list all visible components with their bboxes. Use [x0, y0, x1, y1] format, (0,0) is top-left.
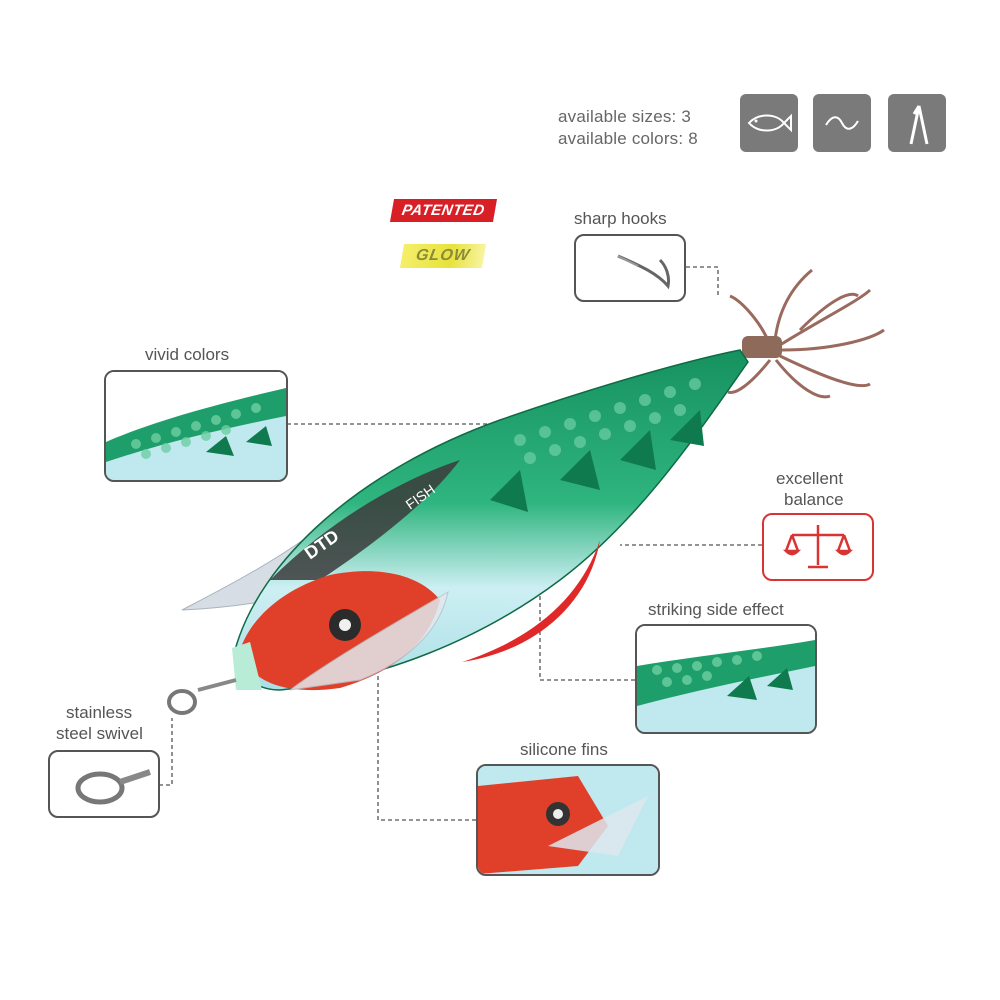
swivel-shaft: [197, 678, 237, 692]
fish-icon: [740, 94, 798, 152]
silicone-fin: [289, 590, 449, 691]
leader-sharp-hooks: [686, 266, 719, 298]
scale-icon: [782, 525, 854, 569]
nose-cap: [232, 642, 262, 690]
hook-shank: [742, 336, 782, 358]
swivel-detail: [48, 750, 160, 818]
body-markings: [490, 410, 704, 512]
swivel-image: [75, 769, 151, 805]
hook-icon: [888, 94, 946, 152]
balance-detail: [762, 513, 874, 581]
swivel-ring: [167, 689, 197, 715]
balance-label-line1: excellent: [776, 469, 844, 488]
wave-icon: [813, 94, 871, 152]
back-band: [270, 460, 460, 580]
vivid-colors-detail: [104, 370, 288, 482]
silicone-fins-image: [478, 766, 658, 874]
leader-swivel: [159, 718, 173, 786]
swivel-label-line2: steel swivel: [56, 724, 143, 743]
available-sizes: available sizes: 3: [558, 107, 692, 126]
hook-detail-image: [617, 254, 670, 290]
side-effect-arc: [462, 540, 600, 662]
silicone-fins-detail: [476, 764, 660, 876]
scale-pattern: [514, 378, 701, 464]
silicone-fins-label: silicone fins: [520, 740, 608, 759]
hook-crown: [727, 268, 885, 399]
side-effect-image: [637, 626, 815, 732]
leader-side-effect: [539, 560, 635, 681]
leader-silicone-fins: [377, 660, 476, 821]
available-colors: available colors: 8: [558, 129, 698, 148]
balance-label-line2: balance: [784, 490, 844, 509]
vivid-colors-image: [106, 372, 286, 480]
sharp-hooks-detail: [574, 234, 686, 302]
side-effect-detail: [635, 624, 817, 734]
side-effect-label: striking side effect: [648, 600, 784, 619]
swivel-label-line1: stainless: [66, 703, 133, 722]
vivid-colors-label: vivid colors: [145, 345, 230, 364]
sharp-hooks-label: sharp hooks: [574, 209, 667, 228]
